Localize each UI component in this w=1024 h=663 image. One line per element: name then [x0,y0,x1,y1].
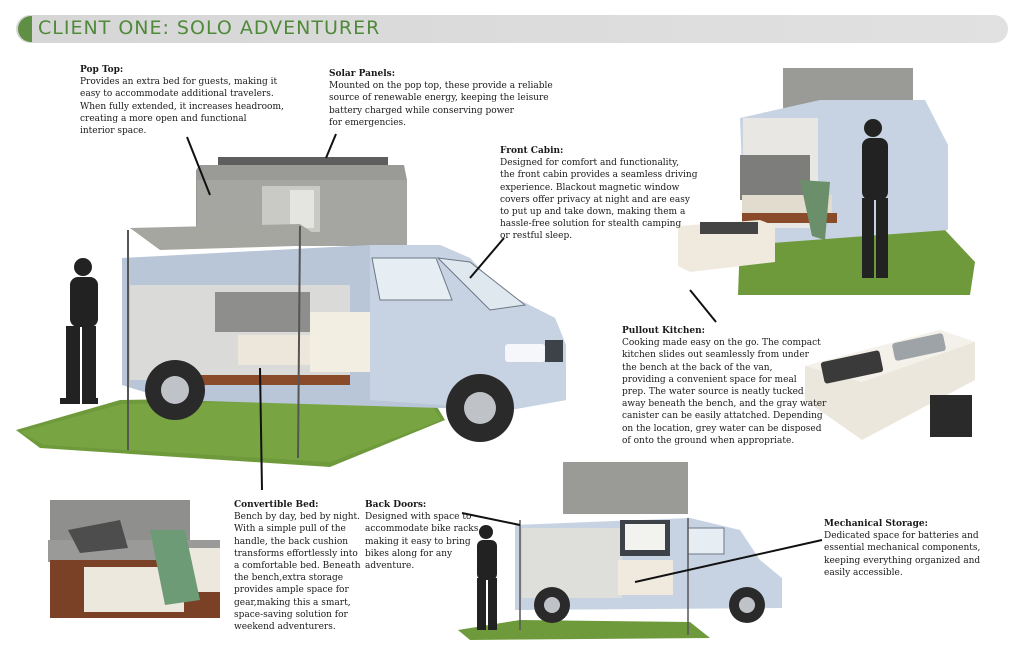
note-line: transforms effortlessly into [234,548,358,559]
note-line: or restful sleep. [500,231,573,242]
note-line: space-saving solution for [234,609,348,620]
note-line: keeping everything organized and [824,555,981,566]
note-convertible-bed: Convertible Bed: Bench by day, bed by ni… [234,499,361,633]
note-pop-top: Pop Top: Provides an extra bed for guest… [80,64,284,137]
note-line: providing a convenient space for meal [622,374,797,385]
title-accent [18,16,32,42]
note-front-cabin: Front Cabin: Designed for comfort and fu… [500,145,697,243]
note-line: provides ample space for [234,585,349,596]
note-line: battery charged while conserving power [329,105,514,116]
main-van-illustration [16,157,566,467]
note-line: handle, the back cushion [234,536,349,547]
note-line: adventure. [365,561,415,572]
page-title: CLIENT ONE: SOLO ADVENTURER [38,17,381,39]
note-line: covers offer privacy at night and are ea… [500,194,690,205]
note-line: Dedicated space for batteries and [824,531,979,542]
note-line: for emergencies. [329,117,407,128]
note-back-doors-heading: Back Doors: [365,500,427,510]
note-line: easily accessible. [824,567,903,578]
note-line: to put up and take down, making them a [500,207,686,218]
interior-view-illustration [678,68,975,295]
note-line: of onto the ground when appropriate. [622,435,795,446]
note-line: the bench,extra storage [234,573,344,584]
note-line: Mounted on the pop top, these provide a … [329,81,553,92]
note-mechanical-storage-heading: Mechanical Storage: [824,519,928,529]
note-line: Provides an extra bed for guests, making… [80,77,278,88]
note-front-cabin-heading: Front Cabin: [500,146,564,156]
note-line: a comfortable bed. Beneath [234,561,361,572]
note-mechanical-storage: Mechanical Storage: Dedicated space for … [824,518,980,579]
note-line: canister can be easily attatched. Depend… [622,411,823,422]
note-line: weekend adventurers. [234,622,336,633]
note-line: creating a more open and functional [80,113,247,124]
note-line: hassle-free solution for stealth camping [500,219,682,230]
note-line: gear,making this a smart, [234,597,351,608]
solar-panel [218,157,388,165]
note-line: Cooking made easy on the go. The compact [622,338,821,349]
note-line: away beneath the bench, and the gray wat… [622,399,827,410]
note-back-doors: Back Doors: Designed with space to accom… [365,499,481,572]
note-line: making it easy to bring [365,536,471,547]
bench-illustration [48,500,220,618]
note-line: experience. Blackout magnetic window [500,182,680,193]
note-line: interior space. [80,126,147,137]
note-line: With a simple pull of the [234,524,346,535]
note-line: accommodate bike racks, [365,524,482,535]
leader-lines [186,133,823,583]
note-line: kitchen slides out seamlessly from under [622,350,809,361]
note-line: the front cabin provides a seamless driv… [500,170,698,181]
note-pop-top-heading: Pop Top: [80,65,124,75]
note-pullout-kitchen-heading: Pullout Kitchen: [622,326,705,336]
rear-van-illustration [458,462,782,640]
note-line: source of renewable energy, keeping the … [329,93,549,104]
note-line: on the location, grey water can be dispo… [622,423,822,434]
note-convertible-bed-heading: Convertible Bed: [234,500,319,510]
note-solar-panels-heading: Solar Panels: [329,69,396,79]
title-bar [16,15,1008,43]
note-line: Designed for comfort and functionality, [500,158,679,169]
note-line: When fully extended, it increases headro… [80,101,284,112]
note-pullout-kitchen: Pullout Kitchen: Cooking made easy on th… [622,325,826,447]
note-line: essential mechanical components, [824,543,981,554]
note-line: prep. The water source is neatly tucked [622,387,804,398]
note-line: Designed with space to [365,512,472,523]
note-line: easy to accommodate additional travelers… [80,89,274,100]
note-line: bikes along for any [365,548,453,559]
note-line: the bench at the back of the van, [622,362,773,373]
kitchen-module-illustration [805,330,975,440]
note-solar-panels: Solar Panels: Mounted on the pop top, th… [329,68,553,129]
note-line: Bench by day, bed by night. [234,512,361,523]
